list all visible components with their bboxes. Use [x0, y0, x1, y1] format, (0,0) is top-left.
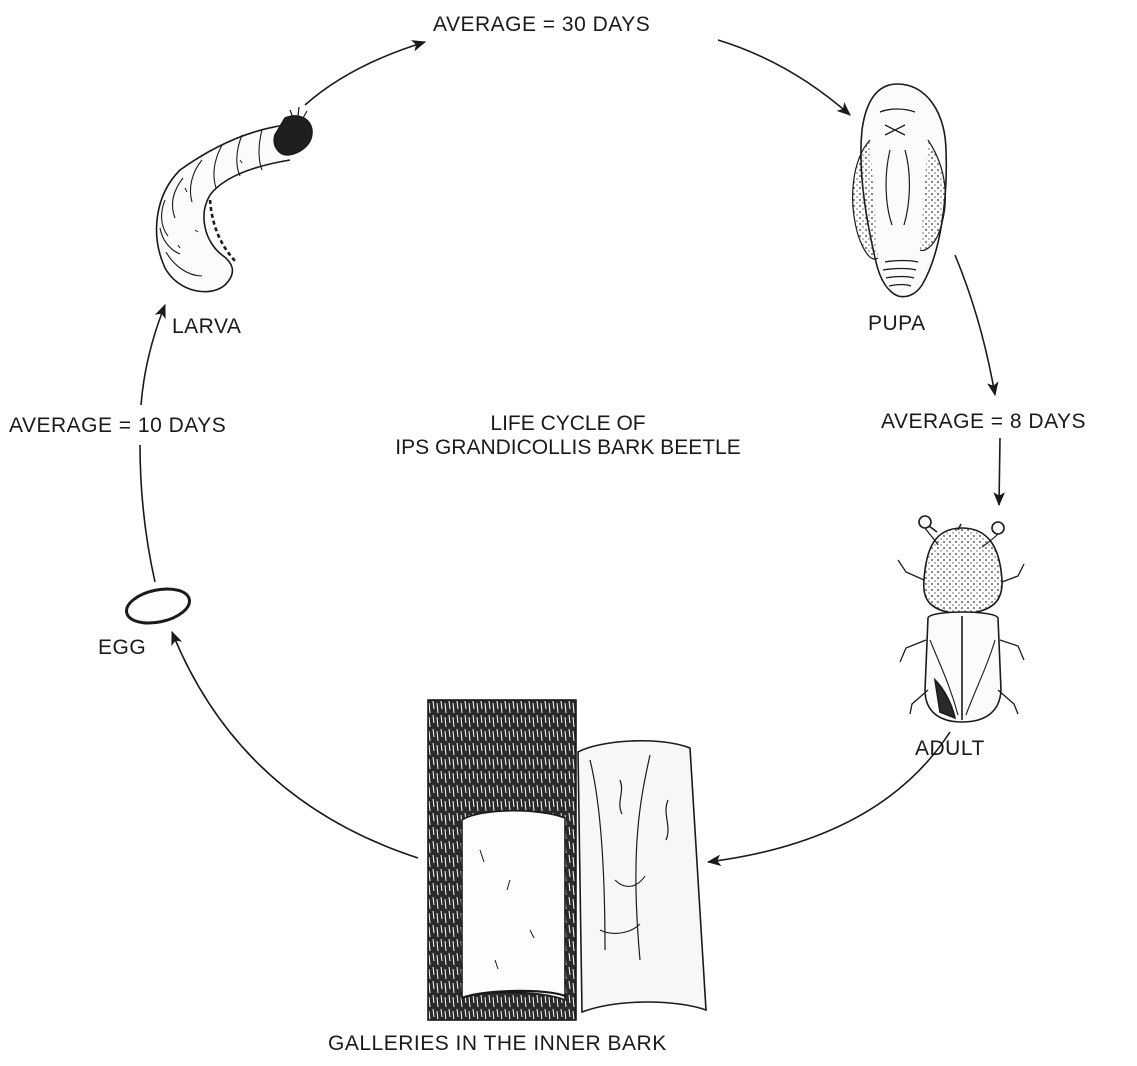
bark-galleries-illustration: [428, 700, 706, 1020]
duration-label-8-days: AVERAGE = 8 DAYS: [881, 411, 1086, 432]
arrow-egg-to-duration: [140, 445, 155, 582]
egg-illustration: [123, 584, 192, 629]
arrow-adult-to-galleries: [708, 732, 950, 862]
title-line-1: LIFE CYCLE OF: [395, 412, 740, 436]
stage-label-galleries: GALLERIES IN THE INNER BARK: [328, 1033, 667, 1054]
stage-label-egg: EGG: [98, 637, 146, 658]
stage-label-pupa: PUPA: [868, 313, 926, 334]
arrow-galleries-to-egg: [172, 632, 418, 858]
arrow-larva-to-duration: [305, 42, 425, 105]
arrow-pupa-to-duration: [955, 255, 995, 395]
diagram-title: LIFE CYCLE OF IPS GRANDICOLLIS BARK BEET…: [395, 412, 740, 460]
arrow-duration-to-adult: [999, 438, 1000, 505]
stage-label-larva: LARVA: [172, 316, 241, 337]
larva-illustration: [157, 107, 312, 292]
stage-label-adult: ADULT: [915, 738, 985, 759]
duration-label-30-days: AVERAGE = 30 DAYS: [433, 14, 650, 35]
adult-beetle-illustration: [898, 516, 1024, 722]
arrow-duration-to-pupa: [718, 40, 850, 115]
duration-label-10-days: AVERAGE = 10 DAYS: [9, 415, 226, 436]
arrow-duration-to-larva: [141, 305, 165, 405]
pupa-illustration: [853, 84, 947, 297]
title-line-2: IPS GRANDICOLLIS BARK BEETLE: [395, 436, 740, 460]
